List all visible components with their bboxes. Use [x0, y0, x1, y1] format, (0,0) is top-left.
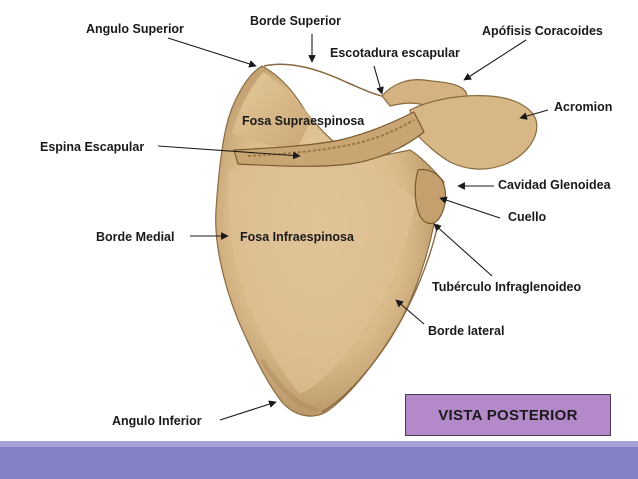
label-borde-superior: Borde Superior — [250, 14, 341, 28]
label-cavidad-glenoidea: Cavidad Glenoidea — [498, 178, 611, 192]
footer-accent-line — [0, 441, 638, 447]
label-borde-medial: Borde Medial — [96, 230, 175, 244]
label-apofisis-coracoides: Apófisis Coracoides — [482, 24, 603, 38]
label-angulo-inferior: Angulo Inferior — [112, 414, 202, 428]
superior-border — [263, 63, 383, 97]
label-espina-escapular: Espina Escapular — [40, 140, 145, 154]
glenoid-cavity — [414, 168, 447, 225]
view-title: VISTA POSTERIOR — [438, 406, 578, 424]
label-tuberculo-infraglenoideo: Tubérculo Infraglenoideo — [432, 280, 582, 294]
infraspinous-fossa — [227, 161, 416, 394]
label-borde-lateral: Borde lateral — [428, 324, 505, 338]
label-angulo-superior: Angulo Superior — [86, 22, 184, 36]
label-fosa-supraespinosa: Fosa Supraespinosa — [242, 114, 365, 128]
label-escotadura-escapular: Escotadura escapular — [330, 46, 460, 60]
acromion — [409, 95, 538, 170]
label-acromion: Acromion — [554, 100, 613, 114]
label-fosa-infraespinosa: Fosa Infraespinosa — [240, 230, 354, 244]
supraspinous-fossa — [232, 72, 312, 150]
label-cuello: Cuello — [508, 210, 547, 224]
footer-bar — [0, 447, 638, 479]
leader-lines — [157, 34, 549, 421]
scapular-spine — [233, 111, 425, 167]
view-title-box: VISTA POSTERIOR — [405, 394, 611, 436]
